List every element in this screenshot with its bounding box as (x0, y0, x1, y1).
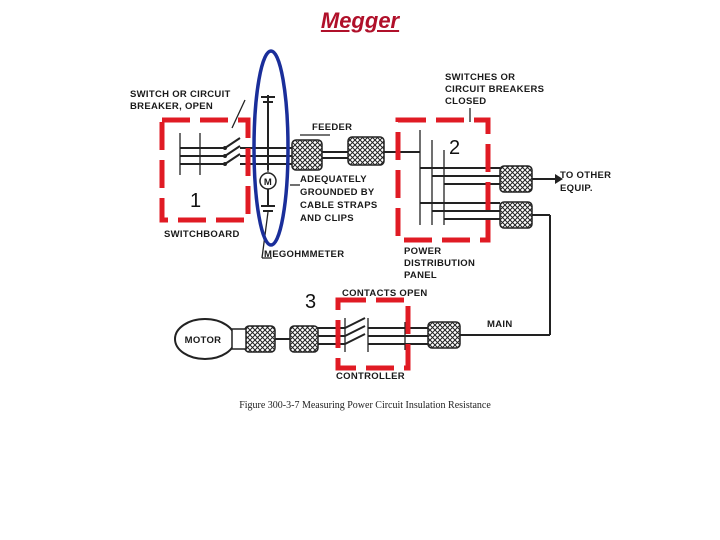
feeder-cable-2 (347, 136, 385, 166)
motor-symbol (174, 318, 247, 360)
controller-label: CONTROLLER (336, 371, 405, 382)
megohmmeter-label: MEGOHMMETER (264, 249, 344, 260)
feeder-cable (291, 139, 323, 171)
switch-open-label: SWITCH OR CIRCUIT BREAKER, OPEN (130, 89, 234, 112)
main-cable-top (499, 201, 533, 229)
panel-highlight (395, 117, 491, 243)
motor-cable-1 (244, 325, 276, 353)
megohmmeter-symbol (259, 95, 277, 212)
switchboard-label: SWITCHBOARD (164, 229, 240, 240)
marker-2: 2 (449, 137, 460, 159)
equipment-cable (499, 165, 533, 193)
main-cable-bottom (427, 321, 461, 349)
switchboard-breaker (179, 133, 292, 175)
controller-highlight (335, 297, 411, 371)
figure-caption: Figure 300-3-7 Measuring Power Circuit I… (239, 400, 491, 411)
pdp-label: POWER DISTRIBUTION PANEL (404, 246, 478, 281)
switchboard-highlight (159, 117, 251, 223)
switches-closed-label: SWITCHES OR CIRCUIT BREAKERS CLOSED (445, 72, 547, 107)
motor-cable-2 (289, 325, 319, 353)
feeder-label: FEEDER (312, 122, 352, 133)
main-label: MAIN (487, 319, 512, 330)
slide-title: Megger (320, 8, 400, 33)
motor-label: MOTOR (185, 335, 222, 346)
megohmmeter-highlight (252, 49, 290, 247)
marker-3: 3 (305, 291, 316, 313)
marker-1: 1 (190, 190, 201, 212)
grounded-label: ADEQUATELY GROUNDED BY CABLE STRAPS AND … (300, 174, 380, 224)
to-other-equip-label: TO OTHER EQUIP. (560, 170, 614, 194)
contacts-open-label: CONTACTS OPEN (342, 288, 428, 299)
meter-symbol: M (264, 177, 272, 188)
